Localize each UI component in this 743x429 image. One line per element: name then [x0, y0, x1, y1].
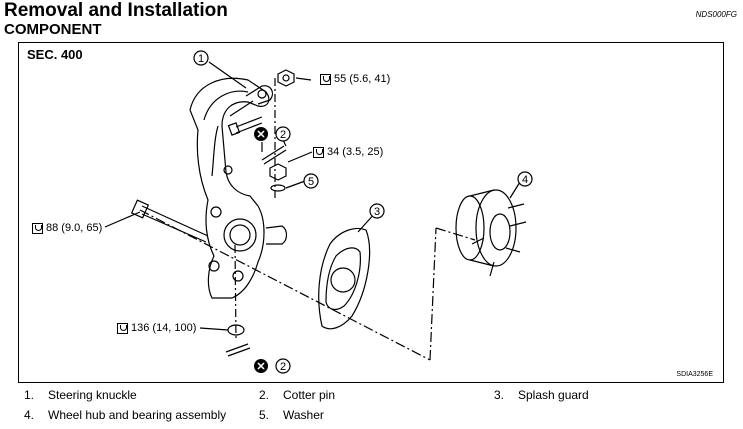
callout-1: 1	[193, 50, 209, 66]
middle-nut	[269, 163, 287, 181]
callout-5: 5	[303, 173, 319, 189]
torque-wrench-icon	[320, 73, 331, 85]
figure-code: SDIA3256E	[676, 371, 713, 378]
svg-text:3: 3	[374, 206, 380, 218]
svg-text:4: 4	[522, 174, 528, 186]
torque-label-lower-nut: 136 (14, 100)	[117, 322, 196, 334]
svg-text:2: 2	[280, 361, 286, 373]
upper-nut	[277, 69, 295, 87]
legend-item-2: 2.Cotter pin	[259, 388, 336, 402]
callout-2-lower: ✕ 2	[254, 358, 291, 374]
torque-label-nut: 55 (5.6, 41)	[320, 73, 390, 85]
legend-item-1: 1.Steering knuckle	[24, 388, 137, 402]
callout-3: 3	[369, 203, 385, 219]
torque-wrench-icon	[313, 146, 324, 158]
callout-4: 4	[517, 171, 533, 187]
legend-item-4: 4.Wheel hub and bearing assembly	[24, 408, 227, 422]
lower-bolt	[130, 199, 209, 243]
steering-knuckle	[189, 77, 288, 299]
legend-item-5: 5.Washer	[259, 408, 324, 422]
washer	[270, 184, 286, 192]
diagram-frame	[18, 42, 724, 383]
page-subtitle: COMPONENT	[4, 21, 102, 38]
torque-label-bolt: 88 (9.0, 65)	[32, 222, 102, 234]
doc-code: NDS000FG	[695, 10, 737, 19]
svg-text:✕: ✕	[256, 129, 265, 141]
splash-guard	[318, 227, 371, 330]
cotter-pin-upper	[261, 145, 287, 165]
cotter-pin-lower	[225, 343, 251, 357]
svg-text:1: 1	[198, 53, 204, 65]
upper-bolt	[227, 116, 263, 136]
page-title: Removal and Installation	[4, 0, 228, 21]
svg-text:5: 5	[308, 176, 314, 188]
wheel-hub	[455, 189, 527, 277]
svg-text:2: 2	[280, 129, 286, 141]
svg-text:✕: ✕	[256, 361, 265, 373]
section-label: SEC. 400	[27, 47, 83, 62]
torque-wrench-icon	[117, 322, 128, 334]
callout-2-upper: ✕ 2	[254, 126, 291, 142]
torque-label-ball-joint: 34 (3.5, 25)	[313, 146, 383, 158]
legend-item-3: 3.Splash guard	[494, 388, 589, 402]
torque-wrench-icon	[32, 222, 43, 234]
